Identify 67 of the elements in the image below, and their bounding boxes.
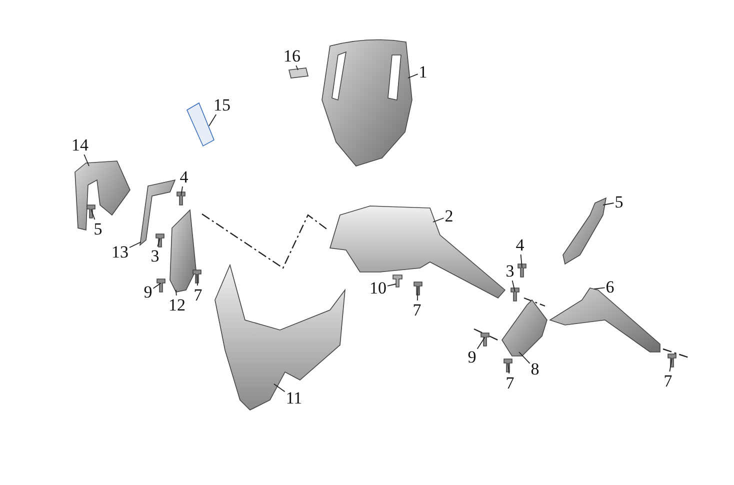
screw-drawing [86,204,96,218]
callout-number: 7 [506,374,514,392]
sticker-sheet-drawing [186,102,214,147]
callout-number: 5 [614,194,624,210]
leader-line [594,287,606,290]
screw-drawing [480,332,490,346]
leader-line [196,274,198,286]
screw-drawing [414,282,422,296]
screw-drawing [156,278,166,292]
leader-line [416,286,418,301]
screw-drawing [192,270,202,284]
callout-number: 16 [284,48,300,64]
leader-line [669,358,672,372]
callout-number: 12 [168,296,186,314]
callout-number: 9 [144,284,152,300]
callout-number: 2 [444,208,454,224]
screw-drawing [176,192,186,206]
leader-line [520,254,522,268]
leader-line [152,282,162,289]
callout-number: 7 [194,286,202,304]
leader-line [296,65,298,70]
trim-strip-drawing [139,179,176,246]
callout-number: 5 [94,220,102,238]
callout-number: 3 [506,262,514,280]
fairing-cover-drawing [322,39,412,166]
leader-line [518,352,530,364]
leader-line [476,336,486,350]
leader-line [176,290,177,296]
leader-line [90,208,96,220]
screw-drawing [504,358,512,372]
screw-drawing [510,288,520,302]
mounting-bracket-drawing [502,299,548,356]
callout-number: 7 [412,302,422,318]
badge-drawing [288,68,308,78]
callout-number: 11 [286,390,302,406]
callout-number: 15 [214,96,230,114]
callout-number: 8 [530,360,540,378]
callout-number: 10 [370,280,386,296]
callout-number: 3 [150,248,160,264]
screw-drawing [156,234,164,248]
callout-number: 1 [418,64,428,80]
callout-number: 9 [468,348,476,366]
leader-line [602,202,614,206]
leader-line [387,284,396,286]
leader-line [157,238,160,247]
callout-number: 13 [112,244,128,260]
clip-drawing [392,274,402,288]
callout-number: 14 [72,136,88,154]
mounting-bracket-drawing [170,209,196,292]
leader-line [408,74,418,78]
callout-number: 7 [664,372,672,390]
leader-line [180,186,183,196]
front-cowl-drawing [214,264,346,410]
callout-number: 4 [516,236,524,254]
screw-drawing [668,354,676,368]
dashboard-housing-drawing [329,206,506,298]
screw-drawing [518,264,526,278]
callout-number: 4 [180,168,188,186]
leader-line [84,154,90,166]
leader-line [508,362,510,374]
trim-strip-drawing [562,197,607,265]
leader-line [274,384,286,392]
leader-line [512,280,516,292]
callout-number: 6 [606,278,614,296]
leader-line [129,242,142,248]
leader-line [208,114,217,126]
leader-line [432,218,444,222]
